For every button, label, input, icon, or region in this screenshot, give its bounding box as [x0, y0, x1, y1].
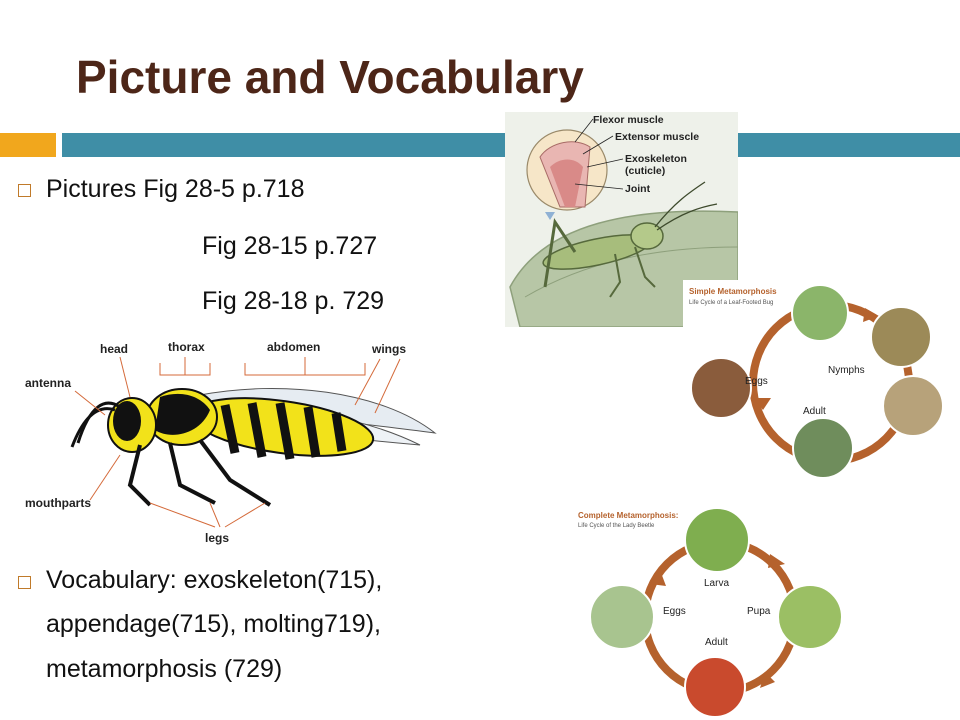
simple-stage-eggs: Eggs — [745, 376, 768, 387]
vocab-line-2: appendage(715), molting719), — [46, 610, 381, 638]
label-exoskeleton: Exoskeleton — [625, 153, 687, 165]
complete-title: Complete Metamorphosis: — [578, 511, 678, 520]
wasp-label-legs: legs — [205, 531, 229, 545]
simple-stage-adult: Adult — [803, 406, 826, 417]
wasp-label-head: head — [100, 342, 128, 356]
wasp-label-wings: wings — [371, 342, 406, 356]
grasshopper-figure: Flexor muscle Extensor muscle Exoskeleto… — [505, 112, 738, 327]
wasp-anatomy-figure: head thorax abdomen wings antenna mouthp… — [20, 335, 440, 550]
complete-metamorphosis-figure: Complete Metamorphosis: Life Cycle of th… — [570, 502, 876, 717]
label-cuticle: (cuticle) — [625, 165, 665, 177]
bullet-square-icon — [18, 184, 31, 197]
label-extensor-muscle: Extensor muscle — [615, 131, 699, 143]
simple-metamorphosis-figure: Simple Metamorphosis Life Cycle of a Lea… — [683, 280, 956, 485]
complete-stage-eggs: Eggs — [663, 606, 686, 617]
wasp-label-antenna: antenna — [25, 376, 71, 390]
fig-ref-2: Fig 28-15 p.727 — [202, 232, 378, 260]
complete-subtitle: Life Cycle of the Lady Beetle — [578, 523, 655, 529]
complete-stage-larva: Larva — [704, 578, 729, 589]
simple-subtitle: Life Cycle of a Leaf-Footed Bug — [689, 300, 773, 306]
wasp-label-mouthparts: mouthparts — [25, 496, 91, 510]
bullet-square-icon — [18, 576, 31, 589]
slide-title: Picture and Vocabulary — [76, 51, 584, 103]
wasp-label-abdomen: abdomen — [267, 340, 320, 354]
vocab-line-3: metamorphosis (729) — [46, 655, 283, 683]
accent-bar-orange — [0, 133, 56, 157]
vocab-line-1: Vocabulary: exoskeleton(715), — [46, 566, 383, 594]
fig-ref-3: Fig 28-18 p. 729 — [202, 287, 385, 315]
complete-stage-pupa: Pupa — [747, 606, 771, 617]
label-joint: Joint — [625, 183, 651, 195]
label-flexor-muscle: Flexor muscle — [593, 114, 664, 126]
simple-stage-nymphs: Nymphs — [828, 365, 865, 376]
complete-stage-adult: Adult — [705, 637, 728, 648]
simple-title: Simple Metamorphosis — [689, 287, 777, 296]
pictures-bullet: Pictures Fig 28-5 p.718 — [46, 175, 305, 203]
wasp-label-thorax: thorax — [168, 340, 205, 354]
